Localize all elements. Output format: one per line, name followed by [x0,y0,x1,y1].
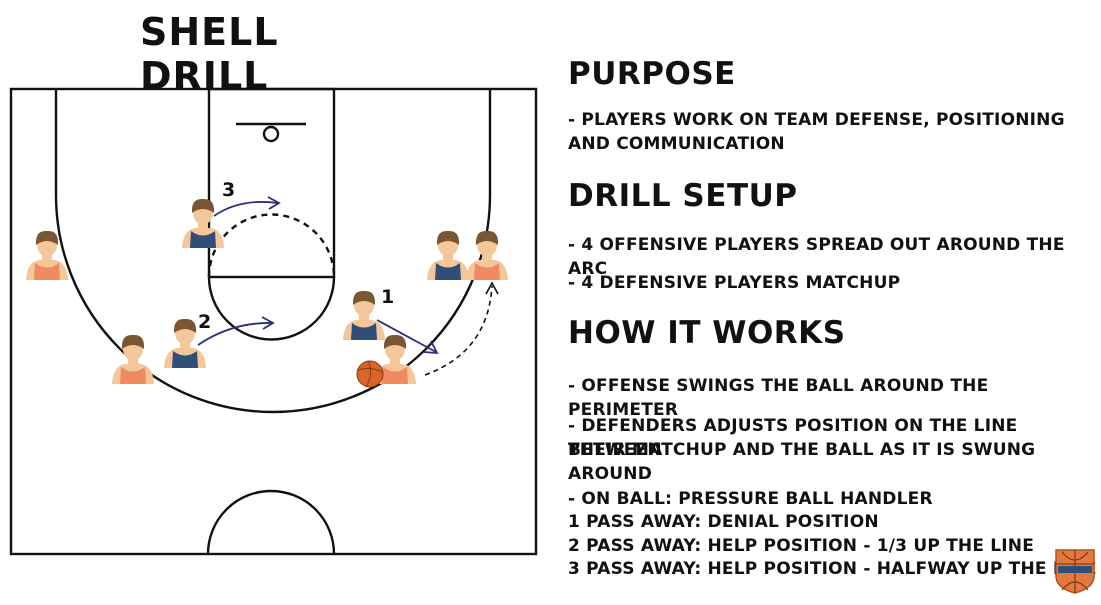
player-label-3: 3 [222,179,235,201]
player-label-2: 2 [198,311,211,333]
arrow-player-2 [197,322,273,346]
how-item-2-line-2: THEIR MATCHUP AND THE BALL AS IT IS SWUN… [568,440,1036,484]
defender-figure-2-icon [112,334,154,384]
offense-figure-2-icon [164,318,206,368]
arrow-player-3 [213,201,279,217]
how-heading: HOW IT WORKS [568,315,846,351]
free-throw-circle-upper-dashed [207,213,336,278]
defender-figure-left-wing-icon [26,230,68,280]
rule-2-pass-away: 2 PASS AWAY: HELP POSITION - 1/3 UP THE … [568,536,1035,556]
court-boundary [9,87,538,556]
offense-figure-3-icon [182,198,224,248]
offense-figure-1-icon [343,290,385,340]
three-point-line [54,89,492,414]
setup-item-1: - 4 OFFENSIVE PLAYERS SPREAD OUT AROUND … [568,235,1065,279]
rule-3-pass-away: 3 PASS AWAY: HELP POSITION - HALFWAY UP … [568,559,1097,579]
arrow-player-1 [376,319,437,353]
rule-1-pass-away: 1 PASS AWAY: DENIAL POSITION [568,512,879,532]
purpose-line-2: AND COMMUNICATION [568,134,785,154]
basketball-icon [356,360,384,388]
defender-figure-right-wing-icon [466,230,508,280]
defender-figure-1-icon [374,334,416,384]
rule-on-ball: - ON BALL: PRESSURE BALL HANDLER [568,489,933,509]
how-item-2-line-1: - DEFENDERS ADJUSTS POSITION ON THE LINE… [568,416,1018,460]
rim [262,125,280,143]
free-throw-circle-lower [207,276,336,341]
purpose-line-1: - PLAYERS WORK ON TEAM DEFENSE, POSITION… [568,110,1065,130]
player-label-1: 1 [381,286,394,308]
drill-title: SHELL DRILL [140,10,279,98]
offense-figure-right-wing-icon [427,230,469,280]
court-diagram: 3 2 1 [9,87,538,556]
purpose-heading: PURPOSE [568,56,736,92]
basketball-shield-logo [1055,549,1095,594]
center-circle [206,489,336,555]
setup-item-2: - 4 DEFENSIVE PLAYERS MATCHUP [568,273,901,293]
paint-lane [207,87,336,279]
dashed-cut-arrow [424,285,493,376]
players-layer [26,198,508,384]
how-item-1: - OFFENSE SWINGS THE BALL AROUND THE PER… [568,376,989,420]
setup-heading: DRILL SETUP [568,178,798,214]
